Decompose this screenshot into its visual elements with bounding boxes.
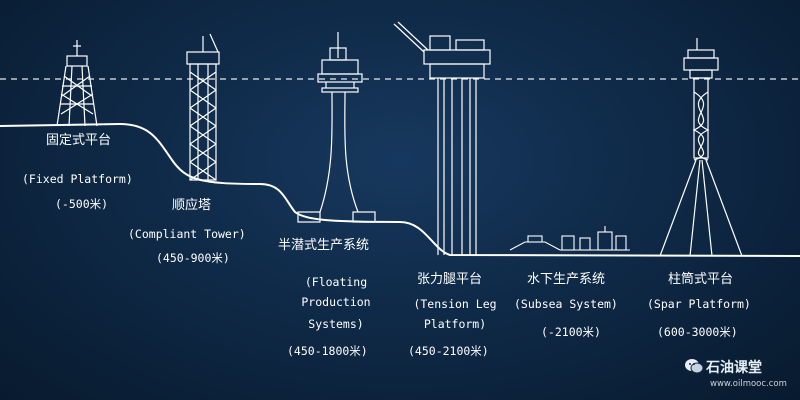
floating-production-name-en-line3: Systems) xyxy=(308,317,364,331)
fixed-platform-name-cn: 固定式平台 xyxy=(46,133,112,148)
subsea-system-name-cn: 水下生产系统 xyxy=(527,272,606,287)
watermark-url: www.oilmooc.com xyxy=(710,379,787,389)
tension-leg-name-en-line2: Platform) xyxy=(423,317,487,331)
tension-leg-name-en-line1: (Tension Leg xyxy=(413,297,497,311)
spar-platform-depth: (600-3000米) xyxy=(657,325,738,339)
spar-platform-structure xyxy=(659,38,743,257)
subsea-system-name-en: (Subsea System) xyxy=(514,297,618,311)
compliant-tower-name-en: (Compliant Tower) xyxy=(128,227,246,241)
tension-leg-platform-structure xyxy=(393,21,491,255)
compliant-tower-name-cn: 顺应塔 xyxy=(172,198,212,213)
spar-platform-name-cn: 柱筒式平台 xyxy=(668,272,734,287)
floating-production-name-en-line1: (Floating xyxy=(304,275,368,289)
floating-production-name-cn: 半潜式生产系统 xyxy=(278,238,370,253)
wechat-icon xyxy=(685,359,704,374)
seabed-profile xyxy=(0,122,800,257)
fixed-platform-name-en: (Fixed Platform) xyxy=(22,172,133,186)
watermark-name: 石油课堂 xyxy=(706,360,762,376)
tension-leg-name-cn: 张力腿平台 xyxy=(417,272,483,287)
compliant-tower-structure xyxy=(186,33,220,181)
floating-production-depth: (450-1800米) xyxy=(287,344,368,358)
semi-submersible-structure xyxy=(297,32,376,223)
compliant-tower-depth: (450-900米) xyxy=(156,251,230,265)
subsea-system-structure xyxy=(509,226,630,251)
fixed-platform-structure xyxy=(56,40,98,127)
spar-platform-name-en: (Spar Platform) xyxy=(647,297,751,311)
tension-leg-depth: (450-2100米) xyxy=(408,344,489,358)
floating-production-name-en-line2: Production xyxy=(301,295,371,309)
subsea-system-depth: (-2100米) xyxy=(541,325,601,339)
fixed-platform-depth: (-500米) xyxy=(55,197,109,211)
watermark: 石油课堂 www.oilmooc.com xyxy=(684,357,796,397)
